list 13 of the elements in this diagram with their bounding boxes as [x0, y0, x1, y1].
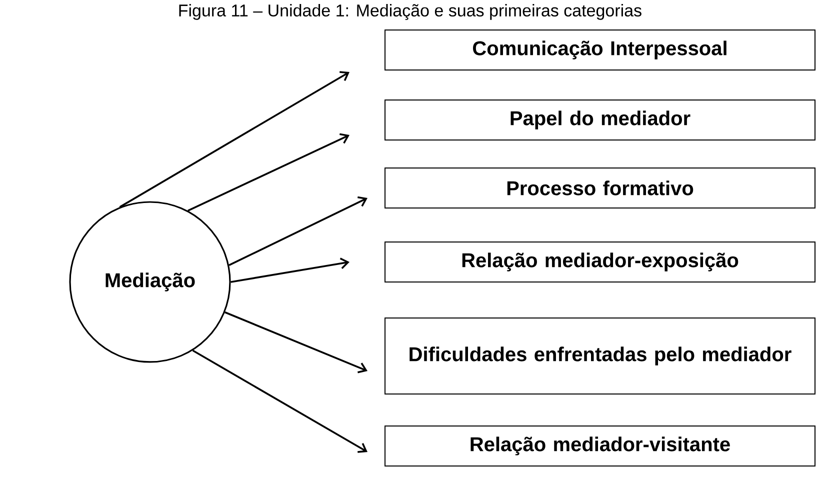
arrow: [224, 311, 368, 374]
arrow: [228, 196, 368, 266]
arrow: [188, 133, 350, 212]
arrow: [119, 71, 350, 208]
category-box: Dificuldades enfrentadas pelo mediador: [384, 317, 816, 394]
arrow: [192, 350, 368, 453]
category-box: Comunicação Interpessoal: [384, 30, 816, 70]
arrow: [230, 258, 350, 283]
category-box: Papel do mediador: [384, 100, 816, 140]
figure-title: Figura 11 – Unidade 1: Mediação e suas primeiras categorias: [179, 4, 642, 20]
category-box: Relação mediador-visitante: [384, 425, 816, 466]
category-box: Processo formativo: [384, 167, 816, 208]
category-box: Relação mediador-exposição: [384, 242, 816, 282]
